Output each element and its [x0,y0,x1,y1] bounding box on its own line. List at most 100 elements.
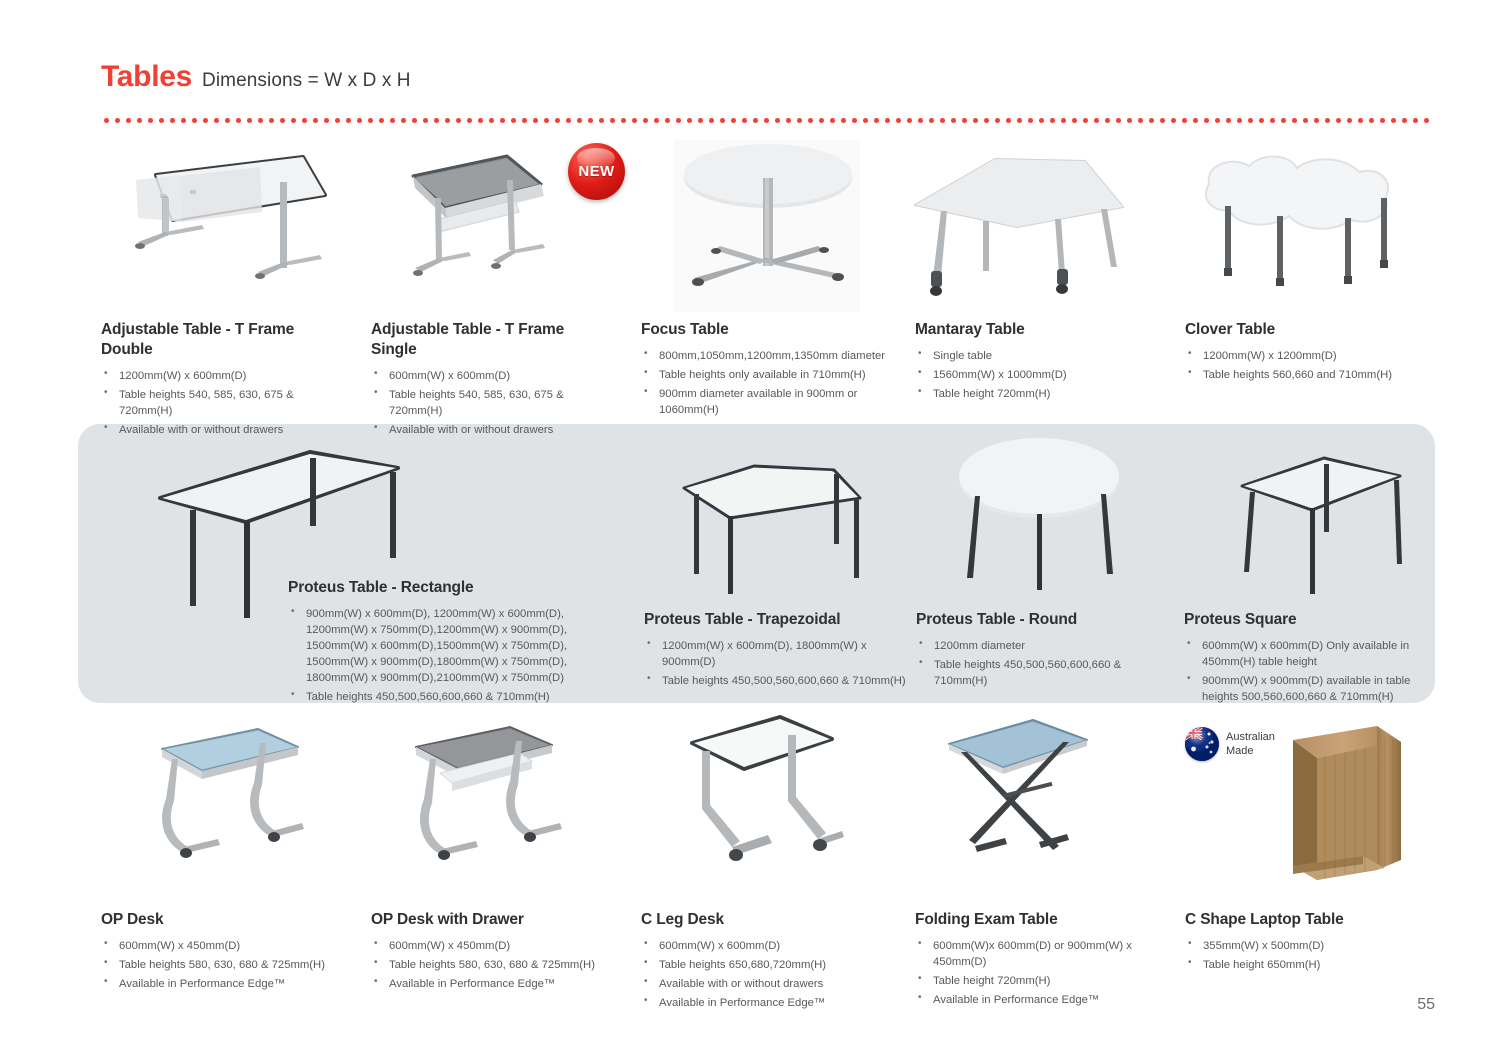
bullet: Table heights 450,500,560,600,660 & 710m… [288,688,578,705]
product-title: Adjustable Table - T Frame Double [101,321,295,358]
bullet: 1200mm(W) x 600mm(D), 1800mm(W) x 900mm(… [644,637,909,670]
product-focus-table: Focus Table 800mm,1050mm,1200mm,1350mm d… [641,320,891,421]
bullet: Available in Performance Edge™ [641,994,891,1011]
product-bullets: 600mm(W) x 600mm(D) Table heights 540, 5… [371,367,601,438]
bullet: Table heights 540, 585, 630, 675 & 720mm… [371,386,601,419]
bullet: Table heights 450,500,560,600,660 & 710m… [916,656,1176,689]
australian-made-line2: Made [1226,745,1254,757]
proteus-square-table-image [1230,442,1410,597]
bullet: Available in Performance Edge™ [915,991,1160,1008]
page-title: Tables [101,60,193,93]
bullet: Table heights 450,500,560,600,660 & 710m… [644,672,909,689]
product-c-shape-laptop-table: C Shape Laptop Table 355mm(W) x 500mm(D)… [1185,910,1425,976]
australian-made-label: Australian Made [1226,730,1275,758]
product-bullets: Single table 1560mm(W) x 1000mm(D) Table… [915,347,1145,402]
product-adjustable-table-t-frame-double: Adjustable Table - T Frame Double 1200mm… [101,320,326,441]
folding-exam-table-image [935,708,1115,878]
bullet: 800mm,1050mm,1200mm,1350mm diameter [641,347,891,364]
bullet: Table height 720mm(H) [915,972,1160,989]
product-title: Proteus Table - Rectangle [288,579,474,596]
bullet: Available with or without drawers [641,975,891,992]
bullet: Available in Performance Edge™ [371,975,611,992]
mantaray-table-image [905,145,1135,310]
product-proteus-table-trapezoidal: Proteus Table - Trapezoidal 1200mm(W) x … [644,610,909,692]
bullet: Table height 720mm(H) [915,385,1145,402]
bullet: Available in Performance Edge™ [101,975,336,992]
product-proteus-table-rectangle: Proteus Table - Rectangle 900mm(W) x 600… [288,578,578,708]
t-frame-single-table-image [395,140,595,320]
proteus-round-table-image [945,432,1135,592]
focus-table-image [660,140,860,315]
product-folding-exam-table: Folding Exam Table 600mm(W)x 600mm(D) or… [915,910,1160,1011]
clover-table-image [1185,140,1405,310]
product-title: Proteus Table - Trapezoidal [644,611,841,628]
product-title: OP Desk [101,911,164,928]
product-title: OP Desk with Drawer [371,911,524,928]
product-bullets: 1200mm(W) x 1200mm(D) Table heights 560,… [1185,347,1425,383]
bullet: Table heights 580, 630, 680 & 725mm(H) [101,956,336,973]
product-title: Proteus Table - Round [916,611,1078,628]
product-mantaray-table: Mantaray Table Single table 1560mm(W) x … [915,320,1145,405]
bullet: 1560mm(W) x 1000mm(D) [915,366,1145,383]
product-proteus-square: Proteus Square 600mm(W) x 600mm(D) Only … [1184,610,1424,708]
bullet: 600mm(W) x 450mm(D) [101,937,336,954]
bullet: 600mm(W) x 600mm(D) Only available in 45… [1184,637,1424,670]
product-c-leg-desk: C Leg Desk 600mm(W) x 600mm(D) Table hei… [641,910,891,1014]
product-title: Focus Table [641,321,729,338]
bullet: 600mm(W) x 450mm(D) [371,937,611,954]
product-op-desk: OP Desk 600mm(W) x 450mm(D) Table height… [101,910,336,995]
product-title: Proteus Square [1184,611,1297,628]
bullet: 600mm(W) x 600mm(D) [371,367,601,384]
product-clover-table: Clover Table 1200mm(W) x 1200mm(D) Table… [1185,320,1425,386]
bullet: Single table [915,347,1145,364]
new-badge: NEW [568,143,625,200]
c-leg-desk-image [668,705,853,880]
bullet: 600mm(W) x 600mm(D) [641,937,891,954]
product-title: Clover Table [1185,321,1276,338]
product-bullets: 1200mm(W) x 600mm(D) Table heights 540, … [101,367,326,438]
new-badge-label: NEW [578,163,615,180]
product-bullets: 600mm(W) x 600mm(D) Table heights 650,68… [641,937,891,1011]
product-bullets: 600mm(W) x 450mm(D) Table heights 580, 6… [371,937,611,992]
product-title: Mantaray Table [915,321,1025,338]
product-title: Adjustable Table - T Frame Single [371,321,565,358]
t-frame-double-table-image [110,138,360,318]
product-bullets: 1200mm diameter Table heights 450,500,56… [916,637,1176,689]
page-number: 55 [1417,996,1435,1013]
bullet: 355mm(W) x 500mm(D) [1185,937,1425,954]
proteus-rectangle-table-image [150,440,410,620]
product-title: C Leg Desk [641,911,724,928]
product-bullets: 800mm,1050mm,1200mm,1350mm diameter Tabl… [641,347,891,418]
page-subtitle: Dimensions = W x D x H [202,70,411,91]
bullet: 1200mm(W) x 600mm(D) [101,367,326,384]
product-bullets: 600mm(W) x 450mm(D) Table heights 580, 6… [101,937,336,992]
bullet: Table heights only available in 710mm(H) [641,366,891,383]
op-desk-with-drawer-image [400,715,600,880]
bullet: Available with or without drawers [101,421,326,438]
bullet: 1200mm(W) x 1200mm(D) [1185,347,1425,364]
bullet: 1200mm diameter [916,637,1176,654]
op-desk-image [130,715,330,880]
bullet: Table height 650mm(H) [1185,956,1425,973]
product-bullets: 600mm(W) x 600mm(D) Only available in 45… [1184,637,1424,705]
product-title: Folding Exam Table [915,911,1058,928]
bullet: 900mm diameter available in 900mm or 106… [641,385,891,418]
product-bullets: 900mm(W) x 600mm(D), 1200mm(W) x 600mm(D… [288,605,578,705]
bullet: 600mm(W)x 600mm(D) or 900mm(W) x 450mm(D… [915,937,1160,970]
product-bullets: 1200mm(W) x 600mm(D), 1800mm(W) x 900mm(… [644,637,909,689]
bullet: Available with or without drawers [371,421,601,438]
product-bullets: 355mm(W) x 500mm(D) Table height 650mm(H… [1185,937,1425,973]
c-shape-laptop-table-image [1285,718,1435,888]
bullet: Table heights 560,660 and 710mm(H) [1185,366,1425,383]
product-proteus-table-round: Proteus Table - Round 1200mm diameter Ta… [916,610,1176,692]
product-bullets: 600mm(W)x 600mm(D) or 900mm(W) x 450mm(D… [915,937,1160,1008]
bullet: Table heights 580, 630, 680 & 725mm(H) [371,956,611,973]
bullet: Table heights 540, 585, 630, 675 & 720mm… [101,386,326,419]
product-adjustable-table-t-frame-single: Adjustable Table - T Frame Single 600mm(… [371,320,601,441]
page-header: Tables Dimensions = W x D x H [101,60,411,94]
bullet: 900mm(W) x 600mm(D), 1200mm(W) x 600mm(D… [288,605,578,686]
proteus-trapezoidal-table-image [672,448,872,598]
australian-made-line1: Australian [1226,730,1275,743]
product-title: C Shape Laptop Table [1185,911,1344,928]
australian-flag-icon [1185,727,1219,761]
